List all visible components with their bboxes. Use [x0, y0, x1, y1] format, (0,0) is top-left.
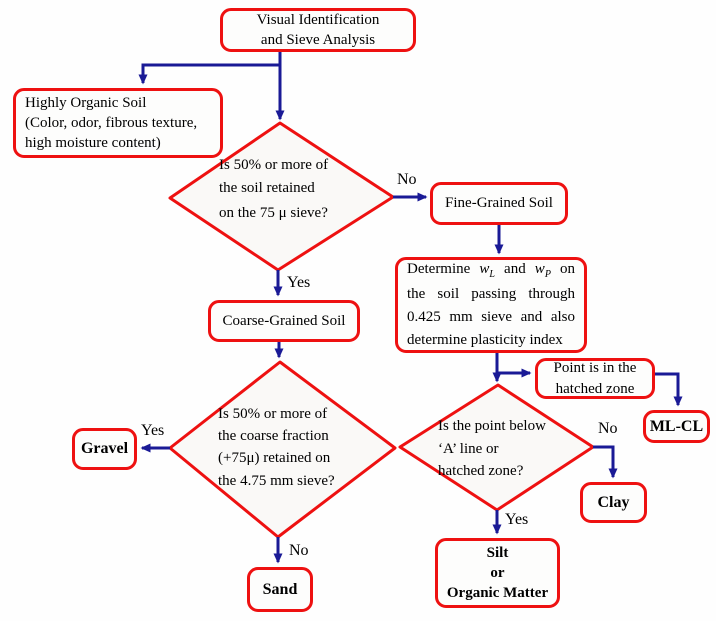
node-text: Determine wL and wP on the soil passing … [398, 253, 584, 356]
node-text: hatched zone [555, 380, 635, 397]
diamond2-text: Is the point below ‘A’ line or hatched z… [438, 415, 546, 483]
connector-hatched-to-mlcl [655, 372, 683, 407]
node-text: Visual Identification [256, 11, 380, 28]
determine-text-before: Determine [407, 261, 471, 278]
edge-label-no-diamond2: No [598, 420, 618, 437]
edge-label-no-diamond3: No [289, 542, 309, 559]
diamond-text-line: Is 50% or more of [218, 406, 328, 422]
node-clay: Clay [580, 482, 647, 523]
node-text: Fine-Grained Soil [445, 195, 553, 212]
diamond-text-line: the coarse fraction [218, 428, 329, 445]
node-gravel: Gravel [72, 428, 137, 470]
node-text: ML-CL [649, 417, 704, 435]
wp-letter: w [534, 261, 545, 278]
node-text: Coarse-Grained Soil [222, 312, 346, 329]
diamond-text-line: ‘A’ line or [438, 440, 499, 457]
node-text: or [490, 564, 505, 581]
determine-text-after: on the soil passing through 0.425 mm sie… [407, 261, 575, 348]
node-highly-organic-soil: Highly Organic Soil (Color, odor, fibrou… [13, 88, 223, 158]
diamond-text-line: Is the point below [438, 418, 546, 434]
wl-subscript: L [489, 269, 495, 281]
determine-text-and: and [504, 261, 526, 278]
node-sand: Sand [247, 567, 313, 612]
node-ml-cl: ML-CL [643, 410, 710, 443]
edge-label-yes-diamond2: Yes [505, 511, 529, 528]
wp-symbol: wP [534, 261, 551, 281]
diamond-text-line: the 4.75 mm sieve? [218, 472, 335, 489]
node-fine-grained-soil: Fine-Grained Soil [430, 182, 568, 225]
connector-diamond2-no-to-clay [593, 445, 618, 479]
diamond-text-line: (+75μ) retained on [218, 450, 331, 467]
wl-letter: w [479, 261, 490, 278]
wp-subscript: P [544, 269, 551, 281]
edge-label-no-diamond1: No [397, 171, 417, 188]
diamond-text-line: on the 75 μ sieve? [219, 205, 328, 221]
wl-symbol: wL [479, 261, 495, 281]
node-text: Point is in the [553, 360, 637, 377]
node-text: high moisture content) [25, 135, 161, 152]
diamond-text-line: the soil retained [219, 179, 315, 196]
node-text: Highly Organic Soil [25, 94, 147, 111]
diamond-text-line: Is 50% or more of [219, 157, 329, 173]
diamond1-text: Is 50% or more of the soil retained on t… [219, 154, 328, 225]
node-text: Silt [486, 544, 509, 561]
connector-visual-to-organic [138, 63, 280, 85]
diamond-text-line: hatched zone? [438, 463, 524, 479]
edge-label-yes-diamond1: Yes [287, 274, 311, 291]
diamond3-text: Is 50% or more of the coarse fraction (+… [218, 403, 335, 492]
node-silt-or-organic-matter: Silt or Organic Matter [435, 538, 560, 608]
node-text: Gravel [80, 440, 129, 458]
node-text: Organic Matter [446, 585, 549, 602]
node-determine-limits: Determine wL and wP on the soil passing … [395, 257, 587, 353]
node-point-in-hatched-zone: Point is in the hatched zone [535, 358, 655, 399]
node-text: and Sieve Analysis [260, 32, 376, 48]
node-visual-identification: Visual Identification and Sieve Analysis [220, 8, 416, 52]
node-text: Sand [262, 580, 298, 598]
node-coarse-grained-soil: Coarse-Grained Soil [208, 300, 360, 342]
node-text: Clay [597, 493, 630, 511]
edge-label-yes-diamond3: Yes [141, 422, 165, 439]
node-text: (Color, odor, fibrous texture, [25, 114, 198, 131]
